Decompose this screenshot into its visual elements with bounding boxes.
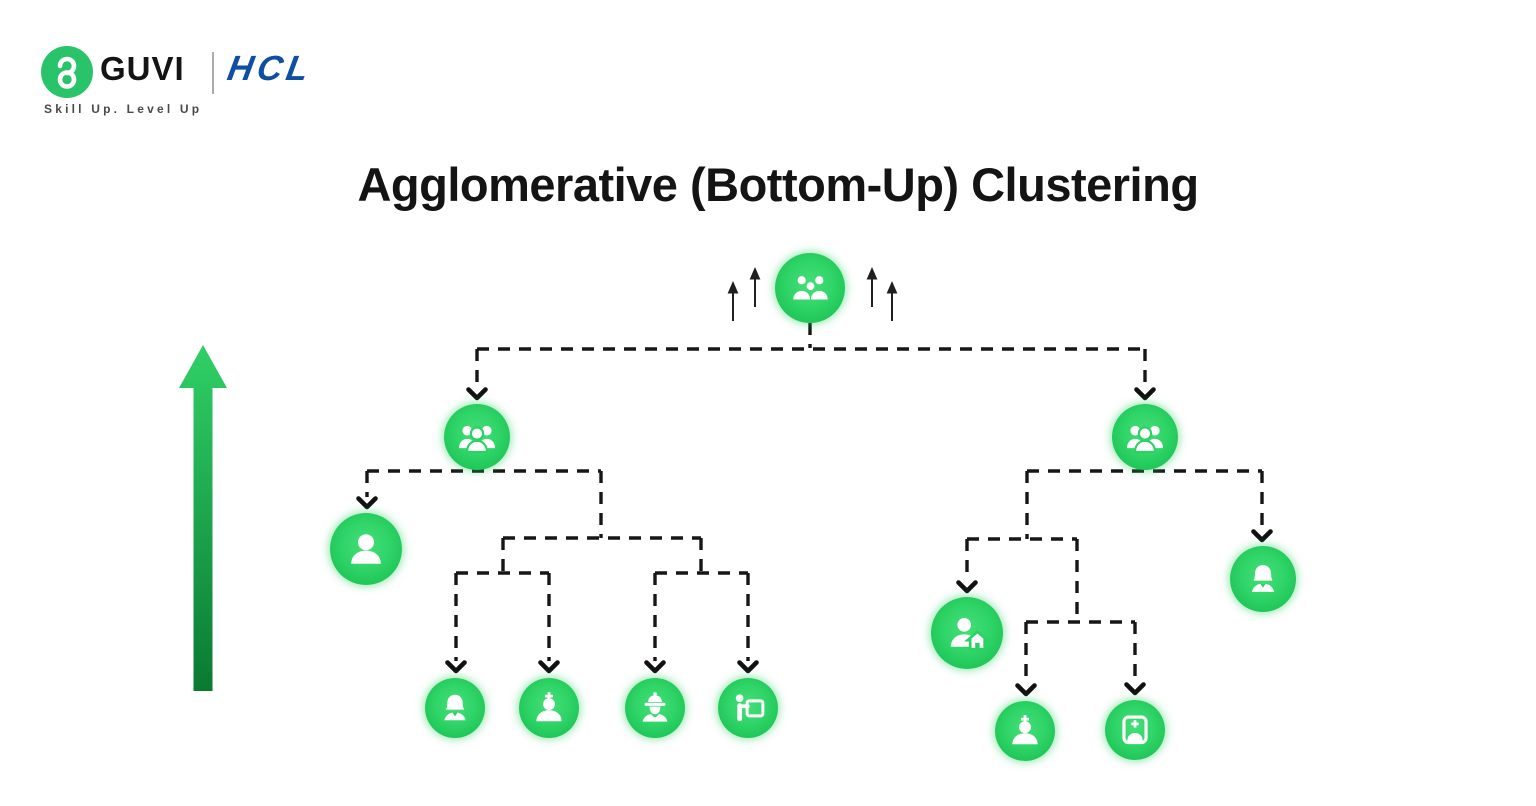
woman-icon xyxy=(1251,565,1275,592)
brand-header: GUVI HCL Skill Up. Level Up xyxy=(0,0,480,130)
doctor-icon xyxy=(536,692,562,722)
woman-icon xyxy=(444,694,466,721)
groups-icon xyxy=(792,275,828,299)
leaf-node-engineer xyxy=(625,678,685,738)
guvi-wordmark: GUVI xyxy=(100,50,185,87)
engineer-icon xyxy=(642,692,668,722)
leaf-node-woman-right xyxy=(1230,546,1296,612)
doctor-icon xyxy=(1012,715,1038,745)
guvi-knot-icon xyxy=(57,56,77,89)
leaf-node-woman-left xyxy=(425,678,485,738)
leaf-node-presenter xyxy=(718,678,778,738)
person-icon xyxy=(351,534,381,564)
leaf-node-nurse xyxy=(1105,700,1165,760)
leaf-node-person-home xyxy=(931,597,1003,669)
team-icon xyxy=(458,425,496,454)
leaf-node-doctor-right xyxy=(995,701,1055,761)
brand-divider xyxy=(212,52,214,94)
guvi-logo xyxy=(41,46,93,98)
leaf-node-doctor-left xyxy=(519,678,579,738)
leaf-node-person xyxy=(330,513,402,585)
team-icon xyxy=(1126,425,1164,454)
cluster-node-left xyxy=(444,404,510,470)
person-home-icon xyxy=(950,618,991,651)
growth-up-arrow xyxy=(179,345,227,691)
upward-flow-arrows xyxy=(727,267,898,321)
page-title: Agglomerative (Bottom-Up) Clustering xyxy=(357,158,1199,211)
nurse-icon xyxy=(1122,715,1148,745)
presenter-icon xyxy=(735,694,765,722)
cluster-node-root xyxy=(775,253,845,323)
down-arrowheads xyxy=(356,387,1273,697)
cluster-node-right xyxy=(1112,404,1178,470)
brand-tagline: Skill Up. Level Up xyxy=(44,102,203,116)
